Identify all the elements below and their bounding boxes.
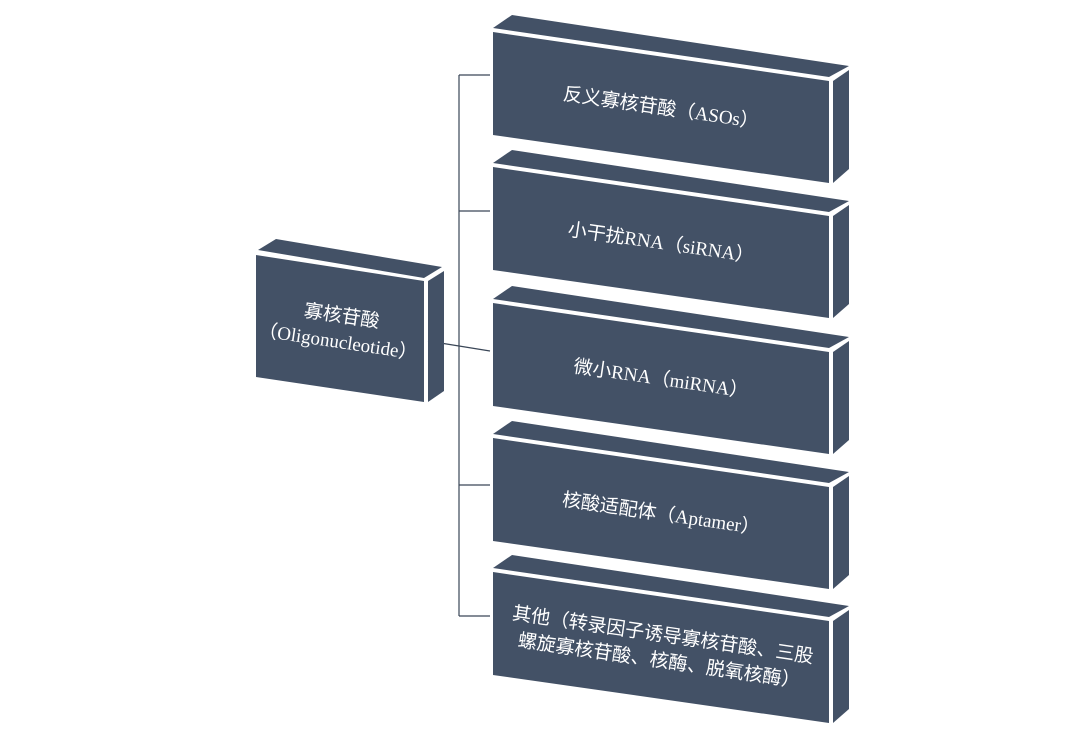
child-box-asos: 反义寡核苷酸（ASOs） xyxy=(493,15,849,183)
child-box-side xyxy=(833,341,849,454)
child-box-front xyxy=(493,438,829,589)
child-box-top xyxy=(493,150,849,212)
child-box-side xyxy=(833,610,849,723)
child-box-top xyxy=(493,421,849,483)
child-box-front xyxy=(493,32,829,183)
child-box-side xyxy=(833,476,849,589)
root-box-side xyxy=(428,271,444,402)
child-box-top xyxy=(493,286,849,348)
child-box-top xyxy=(493,15,849,77)
root-box-top xyxy=(258,239,442,278)
child-box-side xyxy=(833,70,849,183)
child-box-side xyxy=(833,205,849,318)
child-box-mirna: 微小RNA（miRNA） xyxy=(493,286,849,454)
child-box-top xyxy=(493,555,849,617)
child-box-front xyxy=(493,167,829,318)
root-box: 寡核苷酸 （Oligonucleotide） xyxy=(256,239,444,402)
child-box-front xyxy=(493,303,829,454)
child-box-sirna: 小干扰RNA（siRNA） xyxy=(493,150,849,318)
child-boxes: 反义寡核苷酸（ASOs）小干扰RNA（siRNA）微小RNA（miRNA）核酸适… xyxy=(493,15,849,723)
child-box-front xyxy=(493,572,829,723)
child-box-aptamer: 核酸适配体（Aptamer） xyxy=(493,421,849,589)
root-box-front xyxy=(256,255,424,402)
